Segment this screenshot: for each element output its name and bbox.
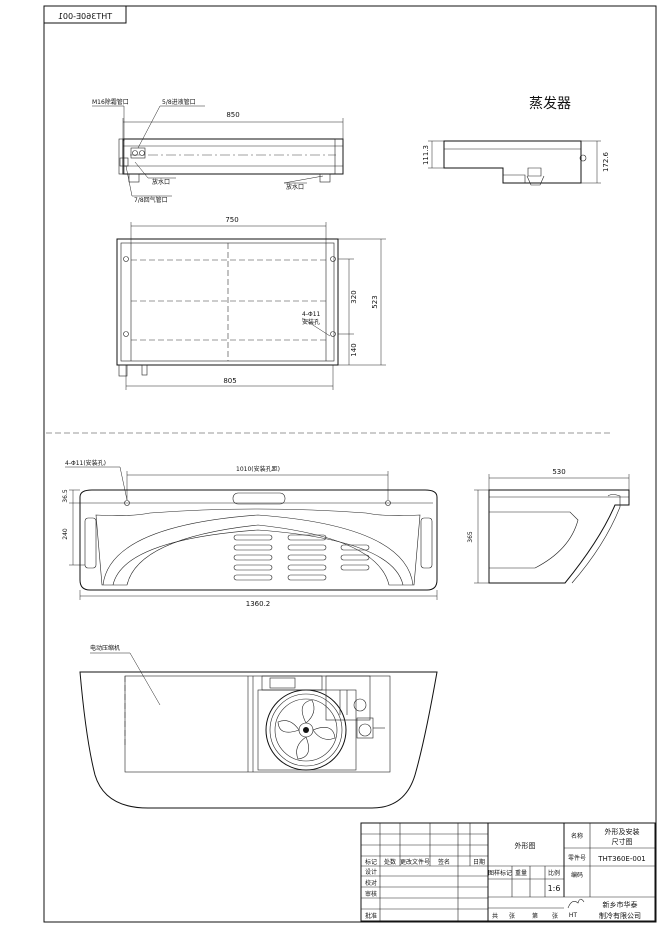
label-mount-holes-top-sub: 安装孔: [302, 318, 320, 326]
company-name-1: 新乡市华泰: [603, 900, 638, 909]
company-name-2: 制冷有限公司: [599, 911, 641, 920]
title-row-1: 设计: [365, 868, 377, 876]
title-block: [360, 822, 656, 922]
title-description-1: 外形及安装: [605, 827, 640, 836]
title-col-1: 更改文件号: [400, 858, 430, 866]
dim-320: 320: [350, 290, 358, 303]
title-bottom-2: 第: [532, 912, 538, 920]
dim-530: 530: [552, 468, 565, 476]
front-vent-grille: [233, 534, 370, 581]
title-label-name: 名称: [571, 832, 583, 840]
title-col-0: 处数: [384, 858, 396, 866]
dim-hole-spacing: 1010(安装孔距): [236, 465, 280, 473]
side-view-leaders: [92, 105, 324, 197]
dim-850: 850: [226, 111, 239, 119]
condensing-unit-internal-view: [79, 652, 438, 809]
title-label-drawing-no: 零件号: [568, 854, 586, 862]
title-bottom-1: 张: [509, 912, 515, 920]
evaporator-title: 蒸发器: [529, 96, 571, 112]
title-name: 外形图: [515, 841, 536, 850]
title-label-code: 编码: [571, 871, 583, 879]
label-return-pipe: 7/8回气管口: [134, 196, 168, 204]
dim-111-3: 111.3: [422, 145, 430, 165]
title-description-2: 尺寸图: [612, 837, 633, 846]
evaporator-top-view: [116, 222, 386, 390]
title-weight-label: 重量: [515, 869, 527, 877]
label-compressor: 电动压缩机: [90, 644, 120, 652]
dim-36-5: 36.5: [62, 489, 69, 503]
title-row-3: 审核: [365, 890, 377, 898]
title-scale: 1:6: [548, 884, 561, 893]
label-inlet-pipe: 5/8进液管口: [162, 98, 196, 106]
title-scale-label: 比例: [548, 869, 560, 877]
title-row-0: 标记: [365, 858, 377, 866]
dim-1360-2: 1360.2: [246, 600, 271, 608]
condensing-unit-front-view: [65, 466, 438, 600]
title-bottom-3: 张: [552, 912, 558, 920]
title-row-4: 批准: [365, 912, 377, 920]
label-mount-holes-top: 4-Φ11: [302, 311, 321, 318]
title-row-2: 校对: [365, 879, 377, 887]
dim-240: 240: [62, 528, 69, 540]
label-drain-1: 放水口: [152, 178, 170, 186]
dim-172-6: 172.6: [602, 151, 610, 172]
label-defrost-pipe: M16除霜管口: [92, 98, 129, 106]
title-stage-label: 图样标记: [488, 869, 512, 877]
dim-805: 805: [223, 377, 236, 385]
drawing-number-box: [43, 5, 127, 24]
drawing-number-mirrored: THT360E-001: [58, 12, 113, 21]
label-drain-2: 放水口: [286, 183, 304, 191]
title-bottom-0: 共: [492, 912, 498, 920]
label-mount-holes-main: 4-Φ11(安装孔): [65, 459, 106, 467]
evaporator-end-view: [428, 140, 601, 186]
company-logo-text: HT: [569, 912, 578, 919]
evaporator-side-view: [118, 118, 344, 183]
dim-523: 523: [371, 295, 379, 308]
drawing-border: [43, 5, 657, 923]
dim-140: 140: [350, 343, 358, 356]
dim-365: 365: [467, 531, 474, 543]
title-col-3: 日期: [473, 858, 485, 866]
title-col-2: 签名: [438, 858, 450, 866]
title-drawing-no: THT360E-001: [597, 855, 646, 863]
condensing-unit-side-view: [474, 474, 630, 584]
dim-750: 750: [225, 216, 238, 224]
company-logo: [567, 898, 585, 909]
